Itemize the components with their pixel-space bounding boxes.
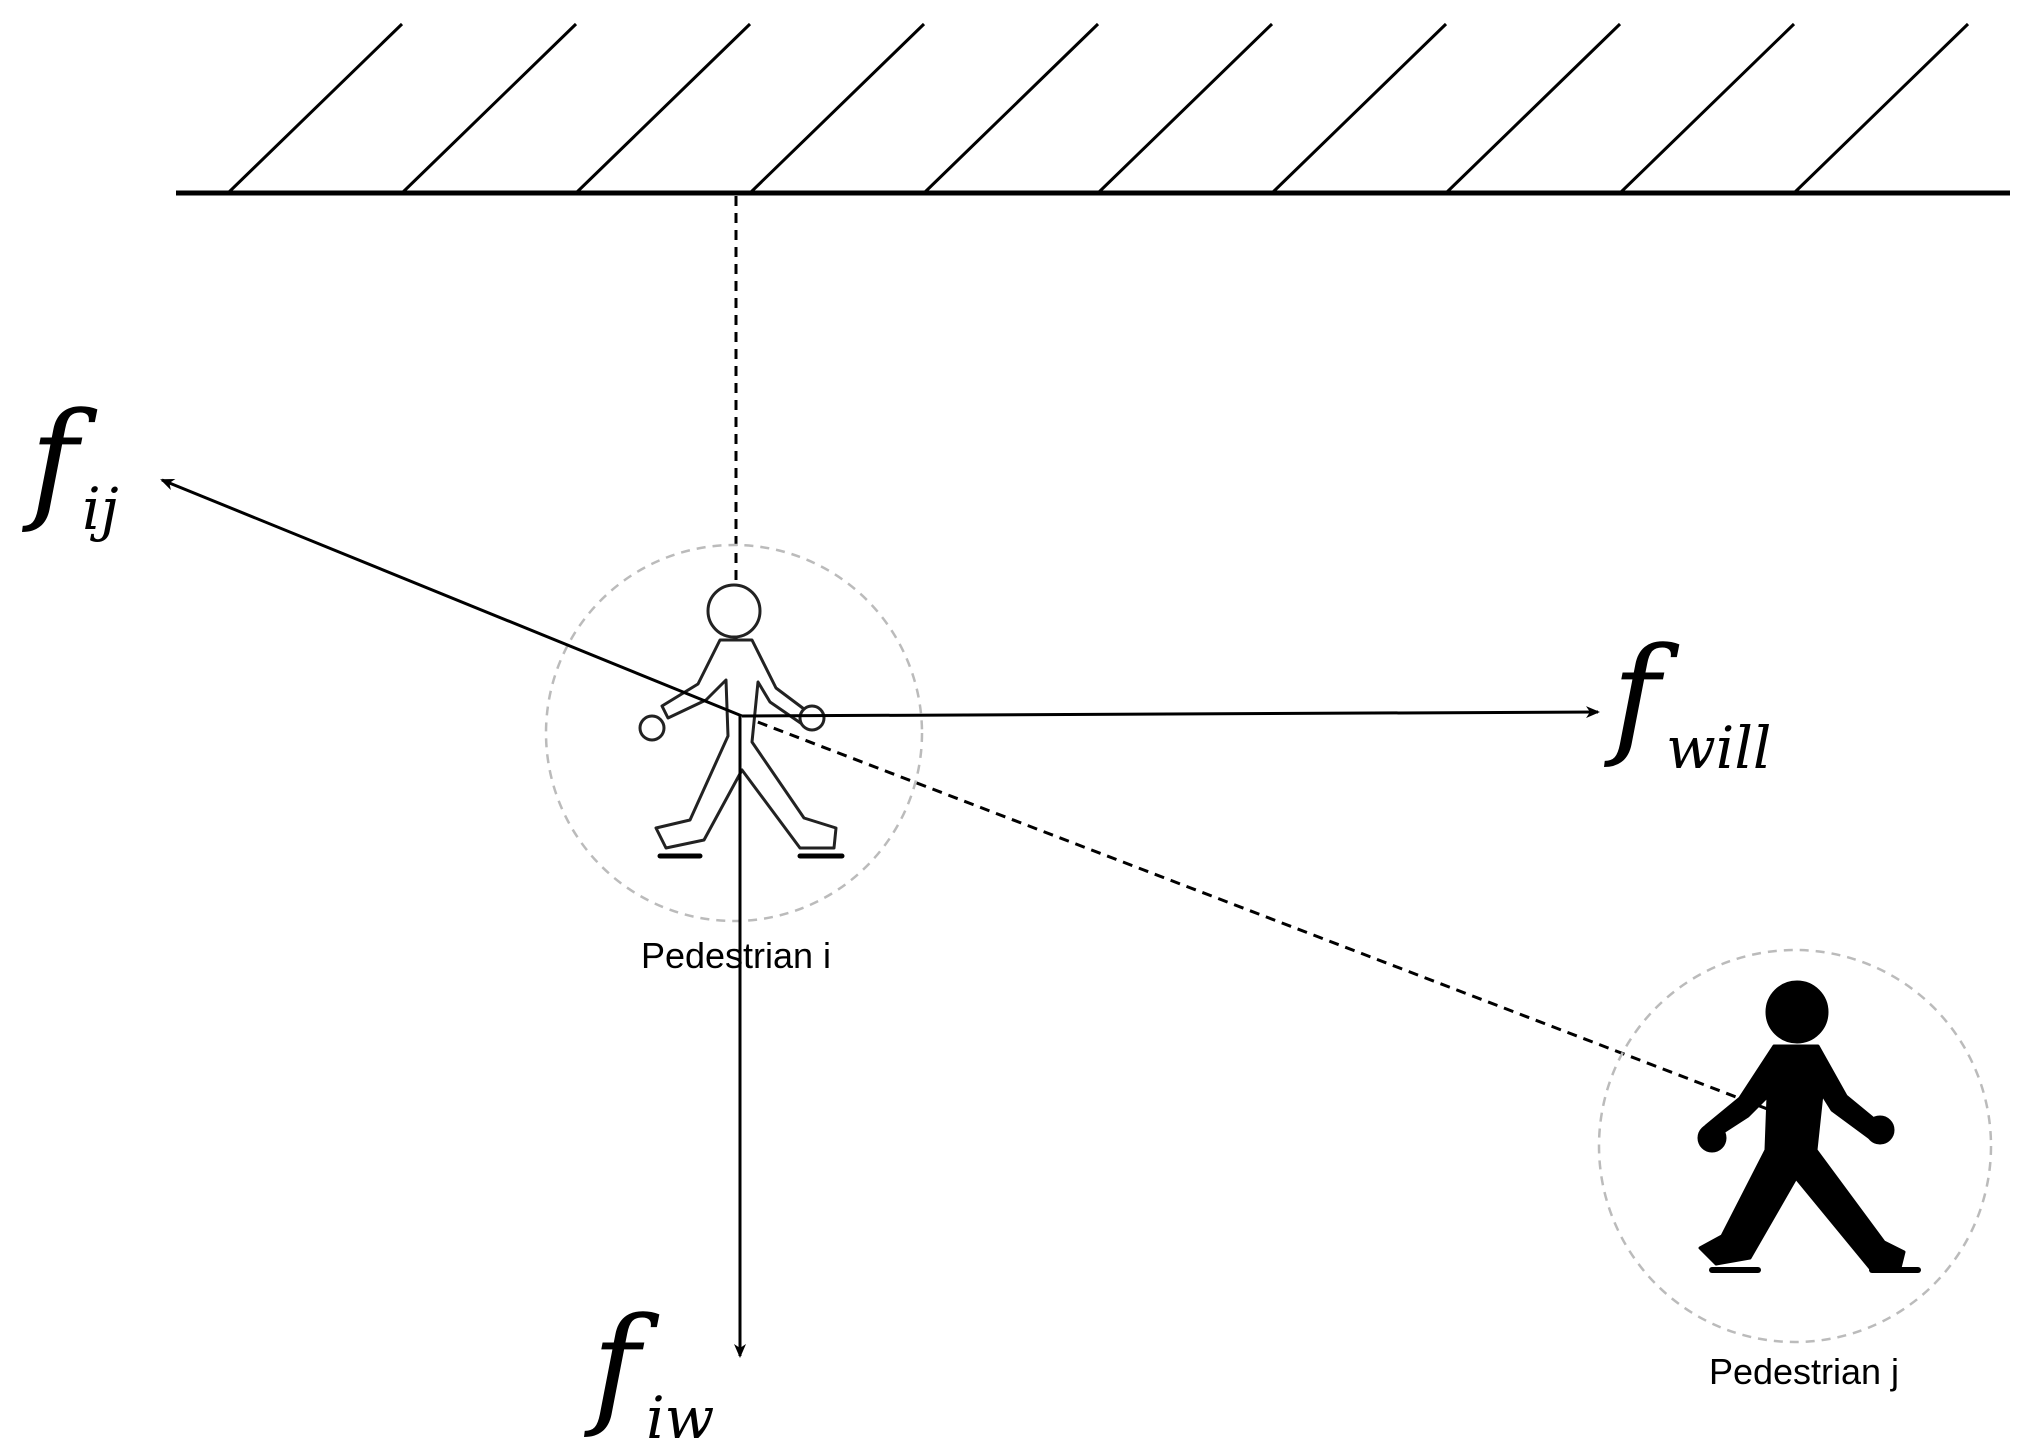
force-fwill-arrow bbox=[741, 706, 1600, 719]
pedestrian-i: Pedestrian i bbox=[544, 543, 924, 976]
pedestrian-j: Pedestrian j bbox=[1597, 948, 1993, 1392]
force-fij-arrow bbox=[160, 478, 743, 718]
pedestrian-j-label: Pedestrian j bbox=[1709, 1351, 1899, 1392]
pedestrian-distance-line bbox=[741, 714, 1771, 1112]
wall bbox=[176, 22, 2010, 196]
pedestrian-j-radius bbox=[1597, 948, 1993, 1344]
pedestrian-i-label: Pedestrian i bbox=[641, 935, 831, 976]
force-fij-label: fij bbox=[22, 384, 119, 543]
pedestrian-i-radius bbox=[544, 543, 924, 923]
walking-person-outline-icon bbox=[638, 583, 845, 859]
wall-hatching bbox=[226, 22, 1970, 195]
walking-person-solid-icon bbox=[1697, 980, 1921, 1273]
